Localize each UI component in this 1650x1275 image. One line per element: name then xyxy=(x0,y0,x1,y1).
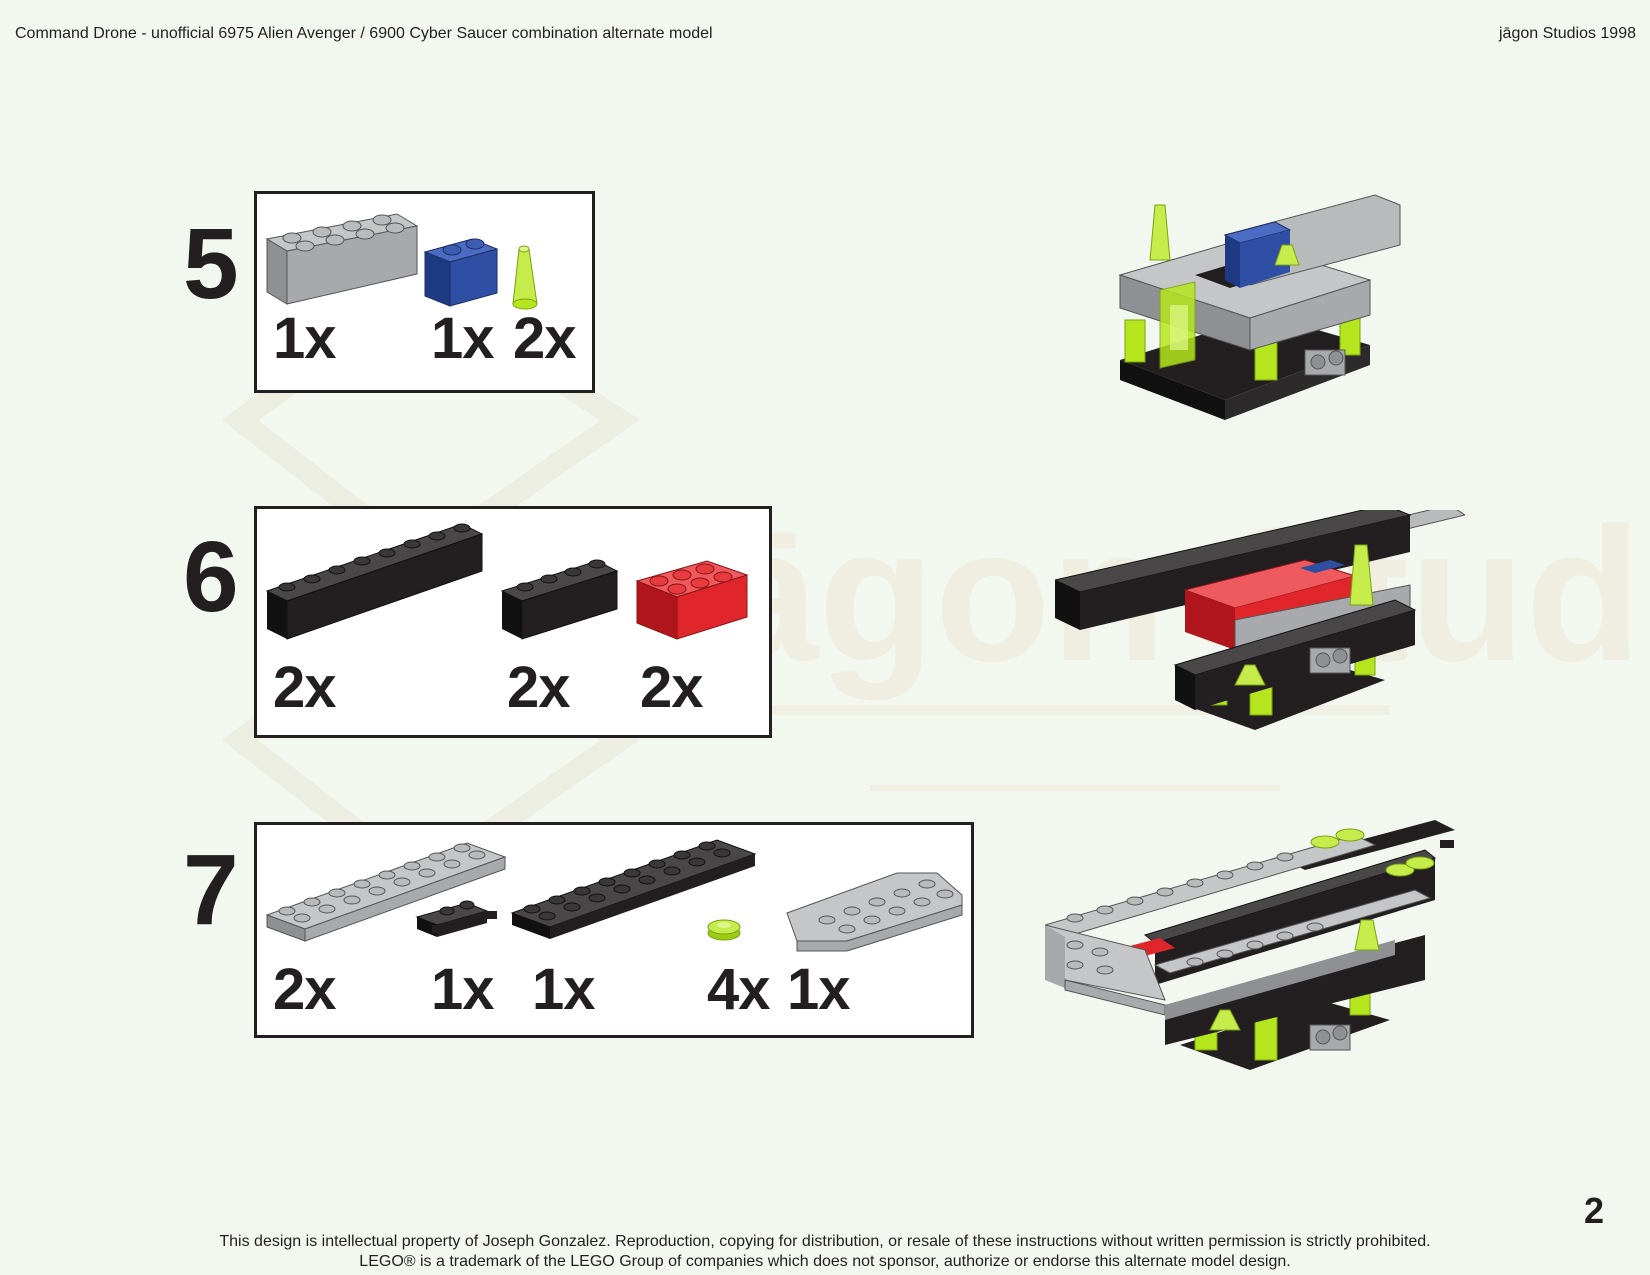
brick-1x2-blue-icon xyxy=(423,238,499,307)
model-step-5-illustration xyxy=(1118,194,1401,420)
plate-1x2-clips-black-icon xyxy=(415,900,497,937)
part-quantity: 1x xyxy=(431,306,495,371)
parts-list-step-7: 2x 1x 1x 4x 1x xyxy=(254,822,974,1038)
plate-2x8-black-icon xyxy=(510,839,757,939)
studio-credit: jāgon Studios 1998 xyxy=(1499,25,1636,42)
part-quantity: 2x xyxy=(640,655,704,720)
brick-1x8-black-icon xyxy=(265,523,484,640)
round-plate-1x1-trans-neon-green-icon xyxy=(707,919,741,941)
wedge-plate-light-gray-icon xyxy=(786,872,963,952)
part-quantity: 1x xyxy=(787,957,851,1022)
part-quantity: 1x xyxy=(532,957,596,1022)
brick-2x3-red-icon xyxy=(635,560,749,640)
brick-1x4-black-icon xyxy=(500,559,619,640)
part-quantity: 2x xyxy=(507,655,571,720)
footer-copyright-line: This design is intellectual property of … xyxy=(219,1233,1431,1250)
parts-step-5-drawings xyxy=(265,213,538,310)
parts-step-7-drawings xyxy=(265,839,963,952)
footer-legal: This design is intellectual property of … xyxy=(0,1232,1650,1272)
brick-2x4-light-gray-icon xyxy=(265,213,419,305)
model-step-6-illustration xyxy=(1055,510,1465,730)
step-number-7: 7 xyxy=(183,834,239,946)
footer-trademark-line: LEGO® is a trademark of the LEGO Group o… xyxy=(359,1253,1291,1270)
plate-2x8-light-gray-icon xyxy=(265,842,507,942)
model-step-7-illustration xyxy=(1045,820,1455,1070)
part-quantity: 4x xyxy=(707,957,771,1022)
part-quantity: 1x xyxy=(273,306,337,371)
part-quantity: 2x xyxy=(273,957,337,1022)
document-title: Command Drone - unofficial 6975 Alien Av… xyxy=(15,25,713,42)
parts-list-step-5: 1x 1x 2x xyxy=(254,191,595,393)
parts-list-step-6: 2x 2x 2x xyxy=(254,506,772,738)
cone-trans-neon-green-icon xyxy=(512,245,538,310)
parts-step-6-drawings xyxy=(265,523,749,640)
part-quantity: 2x xyxy=(513,306,577,371)
step-number-6: 6 xyxy=(183,521,239,633)
page-number: 2 xyxy=(1583,1190,1604,1231)
step-number-5: 5 xyxy=(183,208,239,320)
part-quantity: 2x xyxy=(273,655,337,720)
part-quantity: 1x xyxy=(431,957,495,1022)
